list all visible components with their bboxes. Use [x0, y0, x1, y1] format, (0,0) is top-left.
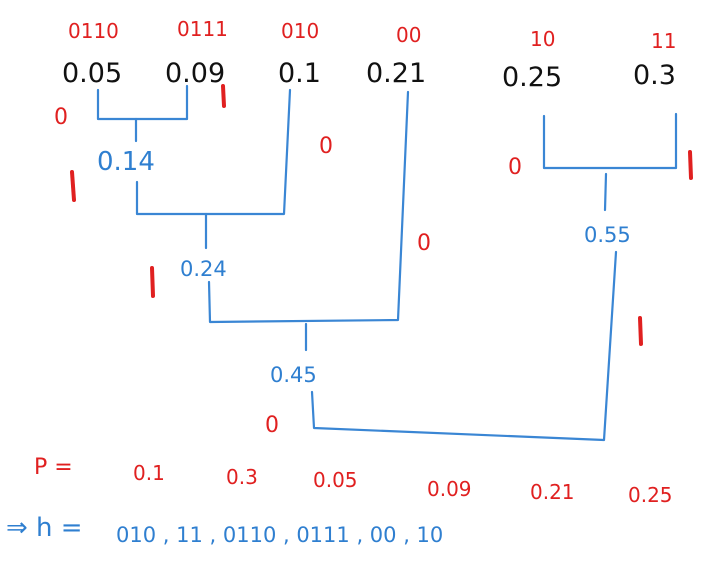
- leaf-0.25: 0.25: [502, 62, 562, 93]
- bit-1-mark: [221, 84, 226, 108]
- bit-0-label: 0: [508, 155, 522, 180]
- leaf-0.3: 0.3: [633, 60, 676, 91]
- leaf-0.1: 0.1: [278, 58, 321, 89]
- code-0110: 0110: [68, 19, 119, 43]
- edge-0.25-0.3: [542, 112, 678, 170]
- bit-1-mark: [638, 316, 643, 346]
- p-value: 0.21: [530, 480, 575, 504]
- code-11: 11: [651, 29, 676, 53]
- edge-0.45-0.55: [310, 250, 618, 442]
- bit-0-label: 0: [265, 413, 279, 438]
- bit-1-mark: [70, 170, 76, 202]
- p-value: 0.25: [628, 483, 673, 507]
- p-value: 0.3: [226, 465, 258, 489]
- code-00: 00: [396, 23, 421, 47]
- p-value: 0.05: [313, 468, 358, 492]
- code-10: 10: [530, 27, 555, 51]
- bit-0-label: 0: [319, 134, 333, 159]
- node-0.55: 0.55: [584, 223, 631, 247]
- edge-to-0.55: [603, 172, 608, 212]
- node-0.14: 0.14: [97, 147, 155, 177]
- code-010: 010: [281, 19, 319, 43]
- edge-0.05-0.09: [96, 84, 189, 121]
- p-value: 0.1: [133, 461, 165, 485]
- node-0.24: 0.24: [180, 257, 227, 281]
- node-0.45: 0.45: [270, 363, 317, 387]
- edge-0.14-0.1: [135, 88, 292, 216]
- bit-1-mark: [688, 150, 693, 180]
- h-codes: 010 , 11 , 0110 , 0111 , 00 , 10: [116, 523, 443, 547]
- p-value: 0.09: [427, 477, 472, 501]
- bit-0-label: 0: [54, 105, 68, 130]
- code-0111: 0111: [177, 17, 228, 41]
- bit-0-label: 0: [417, 231, 431, 256]
- leaf-0.21: 0.21: [366, 58, 426, 89]
- bit-1-mark: [150, 266, 155, 298]
- h-label: ⇒ h =: [6, 513, 83, 543]
- leaf-0.09: 0.09: [165, 58, 225, 89]
- leaf-0.05: 0.05: [62, 58, 122, 89]
- edge-0.24-0.21: [207, 90, 410, 324]
- p-label: P =: [34, 455, 73, 480]
